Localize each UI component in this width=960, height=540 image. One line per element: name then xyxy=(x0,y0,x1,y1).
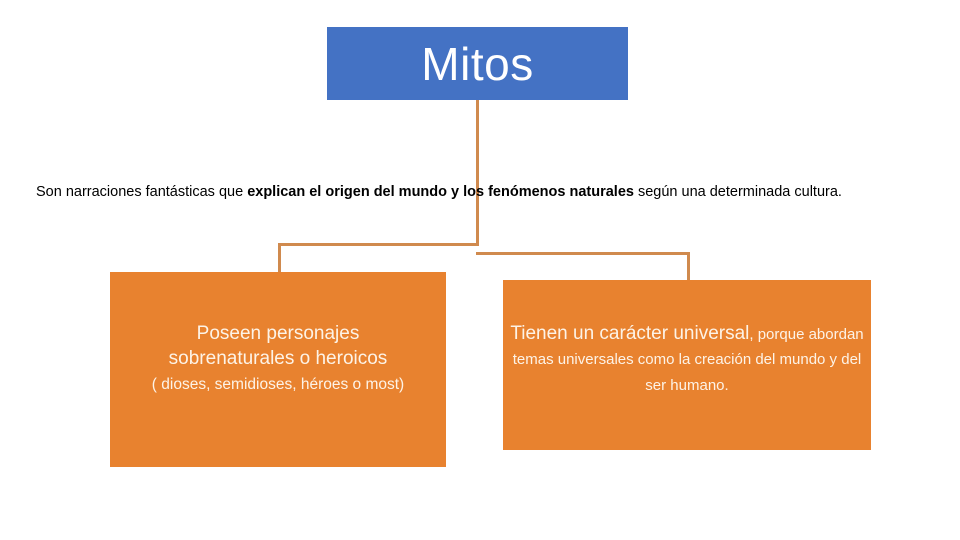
description-part-normal-1: Son narraciones fantásticas que xyxy=(36,184,248,200)
description-part-bold: explican el origen del mundo y los fenóm… xyxy=(247,184,634,200)
branch-right-lead: Tienen un carácter universal xyxy=(510,322,750,344)
page-title: Mitos xyxy=(421,37,534,90)
branch-left-sub-line: ( dioses, semidioses, héroes o most) xyxy=(151,376,405,394)
connector-drop-right xyxy=(687,252,690,281)
connector-stem-vertical xyxy=(476,100,479,246)
branch-right-rest: , porque abordan temas universales como … xyxy=(512,325,864,394)
branch-right-paragraph: Tienen un carácter universal, porque abo… xyxy=(505,321,869,397)
connector-drop-left xyxy=(278,243,281,273)
branch-right-content: Tienen un carácter universal, porque abo… xyxy=(505,321,869,397)
connector-arm-left xyxy=(278,243,478,246)
branch-box-personajes: Poseen personajes sobrenaturales o heroi… xyxy=(110,272,446,467)
branch-box-universal: Tienen un carácter universal, porque abo… xyxy=(503,280,871,450)
branch-left-lead-line-2: sobrenaturales o heroicos xyxy=(168,348,388,370)
title-box: Mitos xyxy=(327,27,628,100)
description-part-normal-2: según una determinada cultura. xyxy=(633,184,842,200)
connector-arm-right xyxy=(476,252,690,255)
description-text: Son narraciones fantásticas que explican… xyxy=(36,183,934,202)
branch-left-content: Poseen personajes sobrenaturales o heroi… xyxy=(116,321,440,396)
branch-left-lead-line-1: Poseen personajes xyxy=(196,323,360,345)
